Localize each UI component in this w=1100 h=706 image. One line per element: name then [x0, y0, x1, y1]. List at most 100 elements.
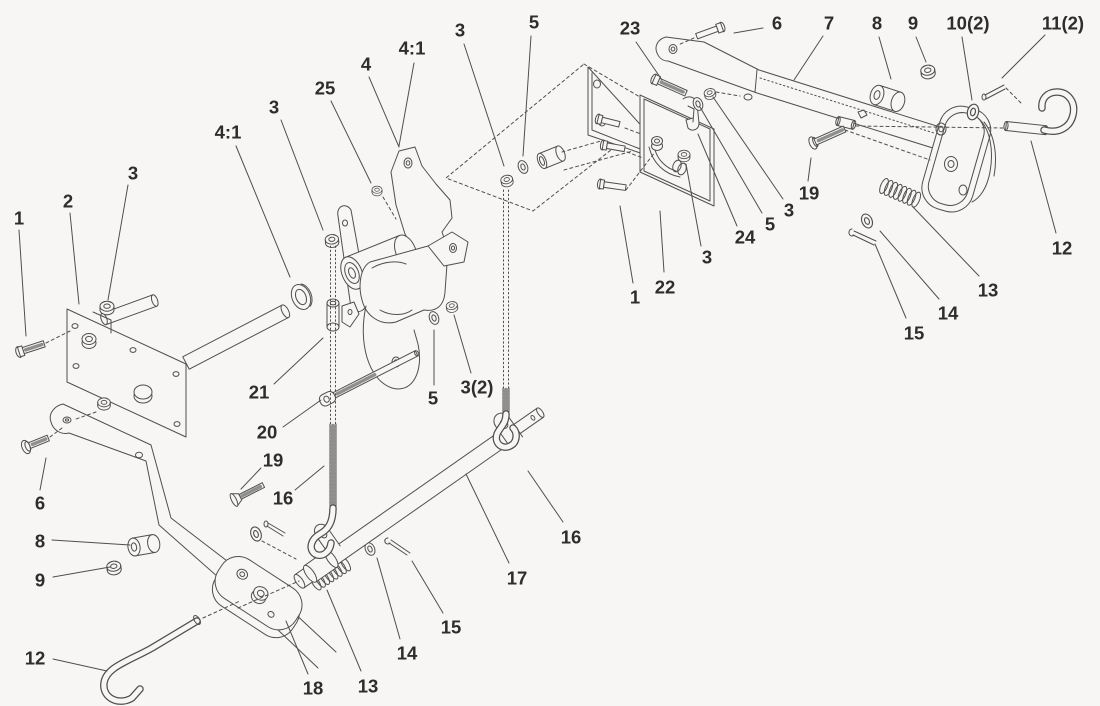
small-pin	[266, 522, 286, 537]
leader-line	[699, 106, 763, 214]
clevis-pin-19	[808, 125, 847, 150]
leader-line	[69, 212, 80, 305]
leader-line	[273, 337, 324, 385]
hex-bolt-23	[650, 73, 688, 97]
callout-label: 10(2)	[946, 13, 989, 34]
callout-label: 5	[765, 214, 775, 235]
leader-line	[697, 133, 738, 227]
callout-label: 2	[63, 191, 73, 212]
flange-nut	[99, 300, 115, 316]
leader-line	[280, 119, 324, 231]
spacer-bushing	[326, 298, 340, 332]
callout-label: 3	[702, 247, 712, 268]
control-lever	[655, 21, 944, 150]
lift-eyebolt-left	[307, 245, 337, 559]
left-mounting-plate	[15, 294, 291, 438]
hex-bolt	[596, 178, 627, 191]
leader-line	[465, 473, 510, 564]
callout-label: 4:1	[399, 38, 426, 59]
pivot-plate	[211, 555, 303, 639]
link-rod	[318, 350, 420, 407]
leader-line	[235, 145, 291, 278]
lock-nut-9	[919, 63, 937, 81]
hex-bolt	[15, 340, 46, 358]
leader-line	[1001, 34, 1046, 79]
leader-line	[635, 41, 663, 81]
bushing-8	[869, 84, 906, 113]
hex-bolt	[599, 139, 626, 153]
leader-line	[368, 76, 400, 148]
hook-rod-left	[100, 600, 241, 705]
callout-label: 20	[257, 422, 278, 443]
cotter-pin	[384, 537, 411, 556]
leader-line	[712, 96, 784, 200]
bearing-ring	[290, 283, 313, 311]
washer	[426, 309, 442, 327]
leader-line	[376, 557, 401, 640]
leader-line	[52, 566, 111, 578]
carriage-bolt	[20, 434, 50, 455]
hex-bolt-6	[695, 21, 726, 40]
leader-line	[527, 470, 564, 523]
spring-set-right	[808, 125, 931, 246]
flange-nut	[97, 397, 111, 411]
bushing	[127, 534, 161, 557]
leader-line	[961, 36, 973, 101]
callout-label: 24	[735, 227, 756, 248]
callout-label: 13	[358, 676, 379, 697]
callout-label: 3	[784, 200, 794, 221]
callout-label: 9	[35, 570, 45, 591]
callout-label: 8	[35, 531, 45, 552]
leader-line	[240, 467, 262, 490]
leader-line	[912, 206, 980, 277]
callout-label: 9	[908, 13, 918, 34]
callout-label: 5	[428, 388, 438, 409]
leader-line	[453, 314, 472, 374]
callout-label: 21	[249, 382, 270, 403]
callout-label: 23	[620, 18, 641, 39]
callout-label: 17	[507, 568, 528, 589]
callout-label: 13	[978, 280, 999, 301]
callout-label: 4:1	[215, 122, 242, 143]
spacer-cup	[536, 145, 566, 170]
callout-label: 15	[904, 323, 925, 344]
callout-label: 15	[441, 617, 462, 638]
callout-label: 4	[361, 54, 372, 75]
hex-bolt	[594, 113, 621, 128]
leader-line	[107, 184, 129, 301]
callout-label: 3	[128, 163, 138, 184]
leader-line	[874, 243, 907, 319]
leader-line	[915, 36, 927, 63]
leader-line	[326, 589, 362, 672]
cotter-pin	[848, 228, 877, 246]
leader-line	[411, 560, 444, 614]
latch-plate-assembly	[587, 66, 741, 207]
hairpin-11	[984, 84, 1006, 100]
nut	[702, 86, 718, 102]
leader-line	[39, 457, 47, 491]
leader-line	[685, 163, 702, 247]
leader-line	[793, 35, 824, 81]
nut	[445, 300, 459, 314]
leader-line	[51, 539, 131, 546]
callout-label: 14	[397, 643, 418, 664]
callout-label: 3(2)	[461, 377, 494, 398]
leader-line	[463, 43, 505, 167]
lift-eyebolt-right	[492, 130, 641, 451]
callout-label: 14	[938, 303, 959, 324]
callout-label: 25	[315, 78, 336, 99]
callout-label: 3	[269, 97, 279, 118]
callout-label: 19	[799, 183, 820, 204]
leader-line	[879, 230, 940, 300]
cam-assembly	[290, 146, 469, 407]
leader-line	[330, 100, 372, 184]
lock-nut	[105, 559, 123, 577]
leader-line	[282, 399, 322, 428]
spring-set-left	[308, 537, 411, 593]
callout-label: 12	[1052, 238, 1073, 259]
leader-line	[294, 465, 325, 491]
leader-line	[18, 229, 27, 337]
callout-label: 6	[772, 13, 782, 34]
